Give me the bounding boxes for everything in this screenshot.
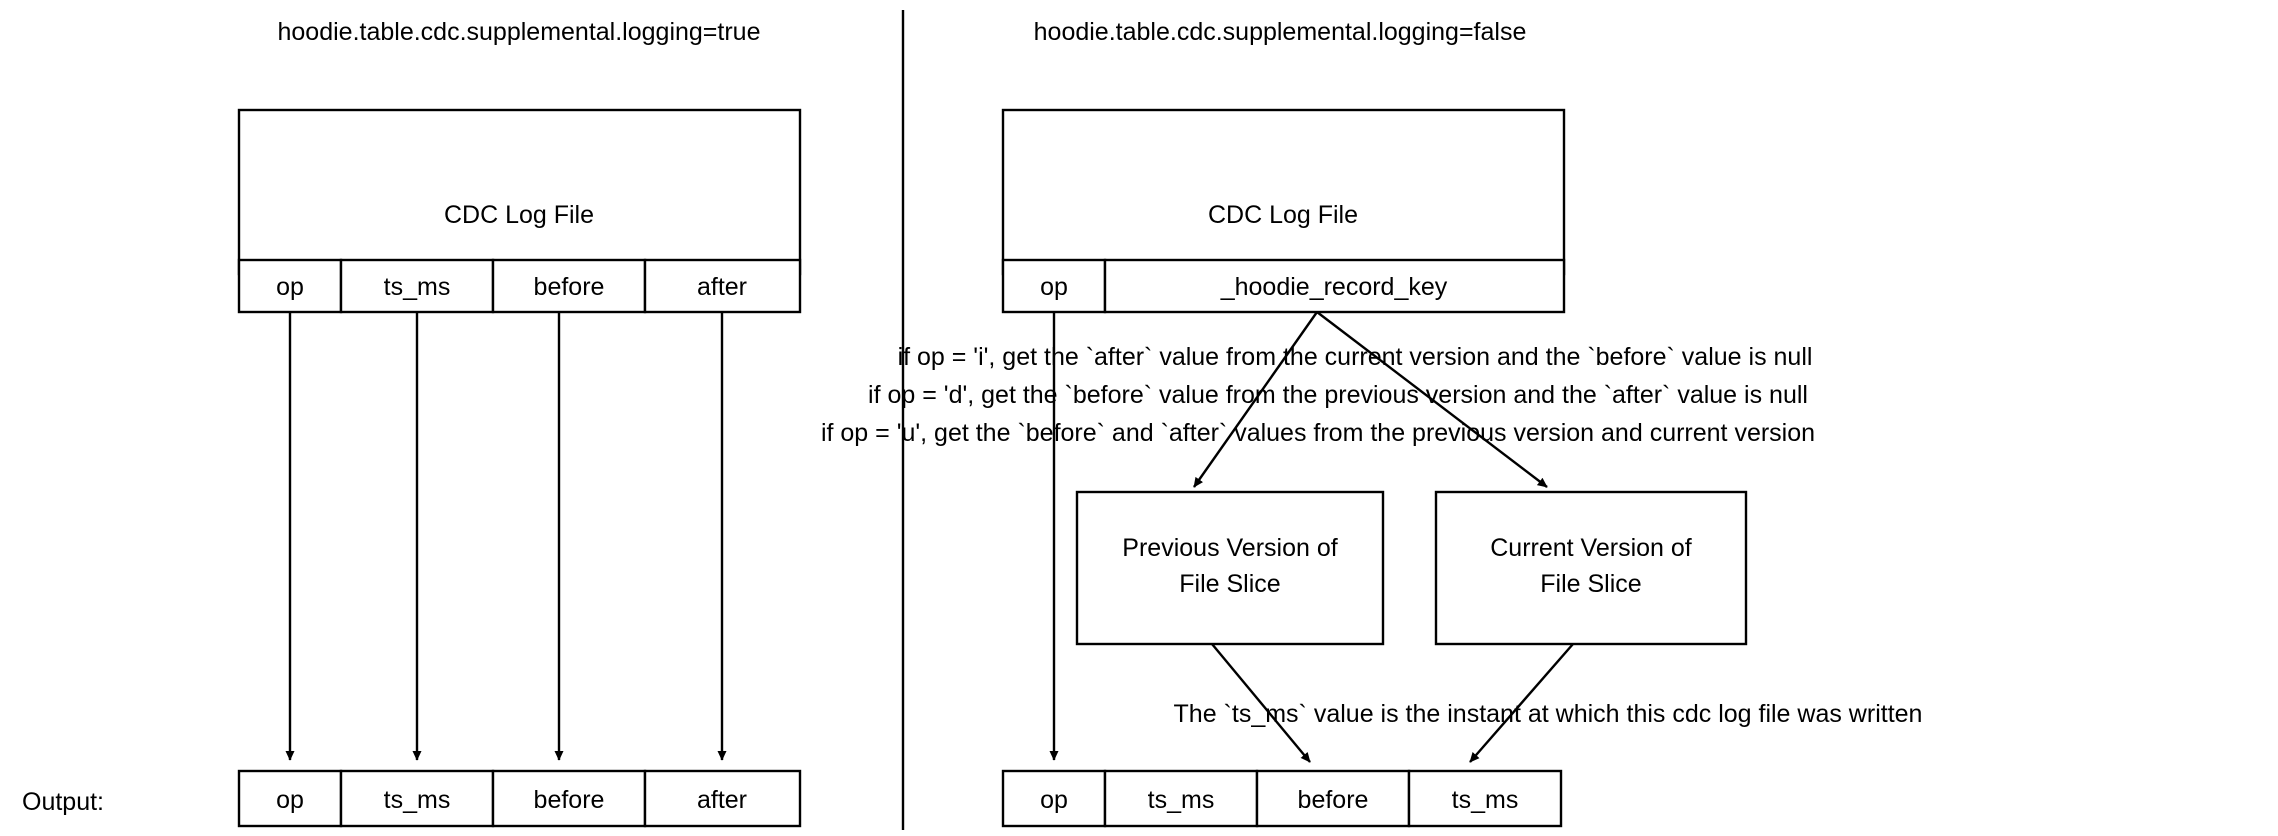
left-log-cell-op-label: op xyxy=(276,273,304,301)
right-output-cell-op-label: op xyxy=(1040,786,1068,814)
arrow-current-version-to-output-ts-ms xyxy=(1469,643,1574,763)
left-output-cell-before-label: before xyxy=(534,786,605,814)
left-log-cell-before xyxy=(491,258,647,314)
right-output-cell-before xyxy=(1255,769,1411,828)
right-output-cell-ts-ms-label: ts_ms xyxy=(1148,786,1215,814)
previous-version-line1: Previous Version of xyxy=(1122,534,1337,562)
left-output-cell-op-label: op xyxy=(276,786,304,814)
left-log-cell-after-label: after xyxy=(697,273,747,301)
left-output-cell-op xyxy=(237,769,343,828)
left-log-cell-before-label: before xyxy=(534,273,605,301)
current-version-file-slice-box xyxy=(1434,490,1748,646)
rule-line-insert: if op = 'i', get the `after` value from … xyxy=(898,343,1813,371)
ts-ms-note: The `ts_ms` value is the instant at whic… xyxy=(1174,700,1923,728)
right-output-cell-ts-ms-2 xyxy=(1407,769,1563,828)
left-log-cell-ts-ms xyxy=(339,258,495,314)
rule-line-delete: if op = 'd', get the `before` value from… xyxy=(868,381,1808,409)
rule-line-update: if op = 'u', get the `before` and `after… xyxy=(821,419,1815,447)
left-output-cell-ts-ms-label: ts_ms xyxy=(384,786,451,814)
left-output-cell-after-label: after xyxy=(697,786,747,814)
right-cdc-log-file-title: CDC Log File xyxy=(1208,201,1358,229)
left-output-label: Output: xyxy=(22,788,104,816)
previous-version-file-slice-box xyxy=(1075,490,1385,646)
left-cdc-log-file-box xyxy=(237,108,802,276)
left-output-cell-after xyxy=(643,769,802,828)
right-output-cell-before-label: before xyxy=(1298,786,1369,814)
right-output-cell-ts-ms-2-label: ts_ms xyxy=(1452,786,1519,814)
current-version-line1: Current Version of xyxy=(1490,534,1692,562)
right-panel-title: hoodie.table.cdc.supplemental.logging=fa… xyxy=(1034,18,1527,46)
previous-version-line2: File Slice xyxy=(1179,570,1280,598)
right-arrow-to-current-version xyxy=(1316,311,1548,488)
right-log-cell-op xyxy=(1001,258,1107,314)
right-cdc-log-file-box xyxy=(1001,108,1566,276)
right-log-cell-hoodie-record-key xyxy=(1103,258,1566,314)
right-output-cell-op xyxy=(1001,769,1107,828)
right-log-cell-op-label: op xyxy=(1040,273,1068,301)
right-log-cell-hoodie-record-key-label: _hoodie_record_key xyxy=(1220,273,1448,301)
right-arrow-to-previous-version xyxy=(1193,311,1318,488)
current-version-line2: File Slice xyxy=(1540,570,1641,598)
arrow-previous-version-to-output-before xyxy=(1211,643,1311,763)
left-log-cell-ts-ms-label: ts_ms xyxy=(384,273,451,301)
left-panel-title: hoodie.table.cdc.supplemental.logging=tr… xyxy=(278,18,761,46)
left-cdc-log-file-title: CDC Log File xyxy=(444,201,594,229)
left-output-cell-before xyxy=(491,769,647,828)
